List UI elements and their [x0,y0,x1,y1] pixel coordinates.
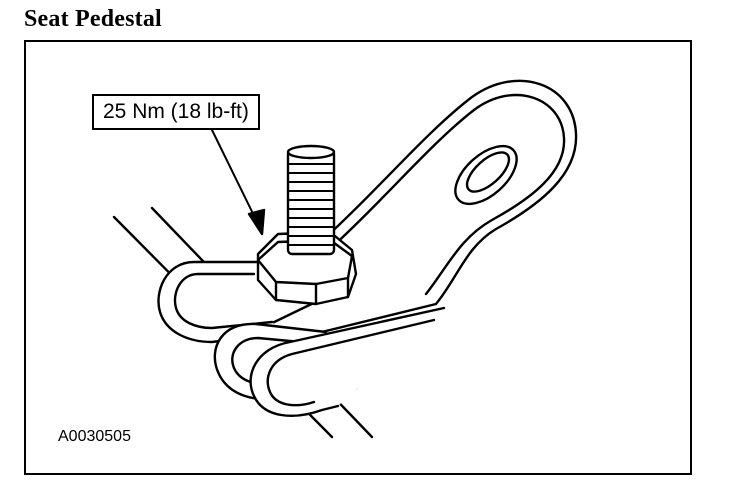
mounting-bracket [249,79,578,394]
clip-loops [157,260,446,417]
illustration-frame: 25 Nm (18 lb-ft) A0030505 [24,40,692,475]
figure-code: A0030505 [58,428,131,445]
page-title: Seat Pedestal [24,6,162,32]
torque-callout: 25 Nm (18 lb-ft) [92,94,260,130]
callout-leader-line [211,129,266,236]
seat-pedestal-illustration [112,79,578,439]
threaded-stud [286,144,336,256]
